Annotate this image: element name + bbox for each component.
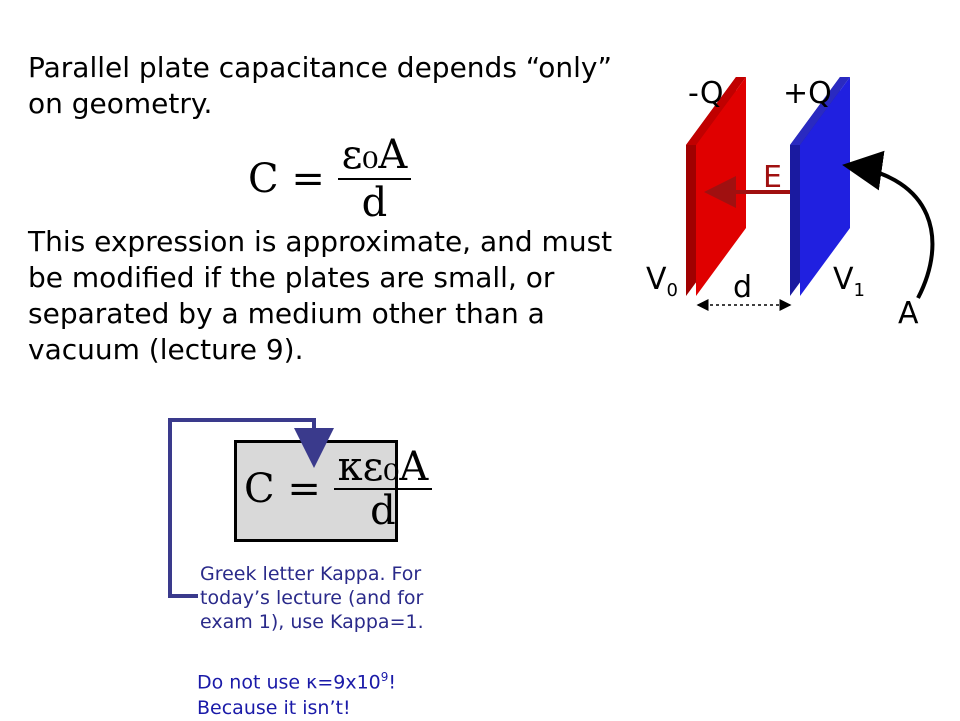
warning-exponent: 9 <box>380 670 389 684</box>
kappa-formula-lhs: C = <box>244 466 321 512</box>
v1-subscript: 1 <box>853 280 865 301</box>
kappa-formula-denominator: d <box>370 488 396 534</box>
explanation-paragraph: This expression is approximate, and must… <box>28 225 613 366</box>
v1-label: V1 <box>833 262 865 301</box>
kappa-formula-fraction: κε₀A d <box>333 446 433 534</box>
warning-exclaim: ! <box>388 671 397 694</box>
kappa-note: Greek letter Kappa. For today’s lecture … <box>200 563 424 633</box>
v0-label: V0 <box>646 262 678 301</box>
heading: Parallel plate capacitance depends “only… <box>28 51 613 120</box>
formula-fraction: ε₀A d <box>337 132 412 226</box>
v1-main: V <box>833 262 854 297</box>
field-label: E <box>763 160 782 195</box>
formula-denominator: d <box>361 180 388 226</box>
area-label: A <box>898 296 919 331</box>
kappa-formula-numerator: κε₀A <box>333 446 433 490</box>
warning-value: =9x10 <box>317 671 381 694</box>
positive-plate <box>790 77 850 296</box>
negative-charge-label: -Q <box>688 76 724 111</box>
area-arrow <box>842 150 935 299</box>
kappa-formula: C = κε₀A d <box>244 446 433 534</box>
kappa-symbol: κ <box>306 671 318 694</box>
v0-subscript: 0 <box>666 280 678 301</box>
callout-line <box>168 418 334 598</box>
kappa-warning: Do not use κ=9x109! Because it isn’t! <box>197 664 487 721</box>
warning-line-2: Because it isn’t! <box>197 697 351 720</box>
formula-numerator: ε₀A <box>337 132 412 180</box>
v0-main: V <box>646 262 667 297</box>
capacitance-formula: C = ε₀A d <box>248 132 412 226</box>
separation-label: d <box>733 270 753 305</box>
positive-charge-label: +Q <box>783 76 832 111</box>
formula-lhs: C = <box>248 156 325 202</box>
warning-text-start: Do not use <box>197 671 307 694</box>
